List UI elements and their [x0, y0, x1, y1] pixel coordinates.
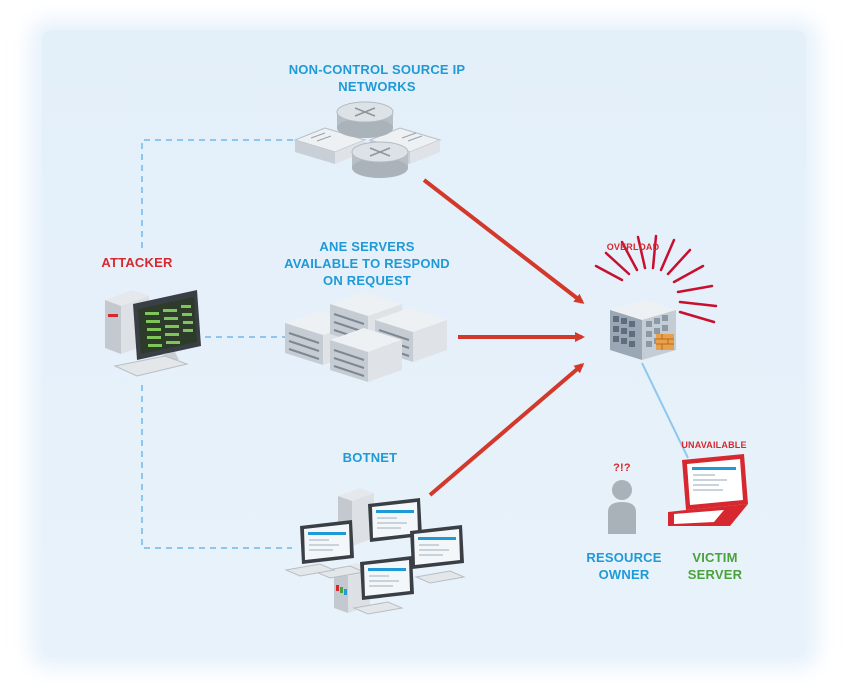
arrow-networks-to-target	[422, 178, 585, 304]
desktop-computer-icon	[105, 290, 201, 377]
networks-label-line1: NON-CONTROL SOURCE IP	[288, 62, 466, 77]
resource-owner-label-line2: OWNER	[598, 567, 650, 582]
unavailable-label: UNAVAILABLE	[681, 440, 747, 450]
ane-servers-label: ANE SERVERS AVAILABLE TO RESPOND ON REQU…	[262, 238, 472, 289]
victim-server-label-line1: VICTIM	[692, 550, 738, 565]
firewall-server-icon	[610, 300, 676, 360]
arrow-botnet-to-target	[428, 363, 585, 497]
question-label: ?!?	[613, 462, 631, 474]
ane-servers-label-line3: ON REQUEST	[323, 273, 411, 288]
victim-server-label: VICTIM SERVER	[670, 549, 760, 583]
victim-connector	[641, 362, 689, 459]
overload-label: OVERLOAD	[606, 242, 660, 252]
resource-owner-label: RESOURCE OWNER	[572, 549, 676, 583]
ane-servers-label-line2: AVAILABLE TO RESPOND	[284, 256, 450, 271]
attack-arrows	[422, 178, 585, 497]
connector-to-networks	[141, 139, 293, 248]
user-icon	[608, 480, 636, 534]
workstation-icon	[284, 488, 466, 615]
networks-label-line2: NETWORKS	[338, 79, 416, 94]
attacker-connectors	[141, 139, 293, 549]
networks-label: NON-CONTROL SOURCE IP NETWORKS	[262, 61, 492, 95]
resource-owner-label-line1: RESOURCE	[586, 550, 662, 565]
botnet-label: BOTNET	[342, 450, 398, 465]
victim-server-label-line2: SERVER	[687, 567, 743, 582]
server-rack-icon	[285, 292, 447, 382]
overload-burst	[594, 234, 718, 324]
router-icon	[293, 101, 442, 178]
laptop-icon	[668, 454, 748, 526]
attacker-label: ATTACKER	[101, 255, 173, 270]
ane-servers-label-line1: ANE SERVERS	[319, 239, 415, 254]
